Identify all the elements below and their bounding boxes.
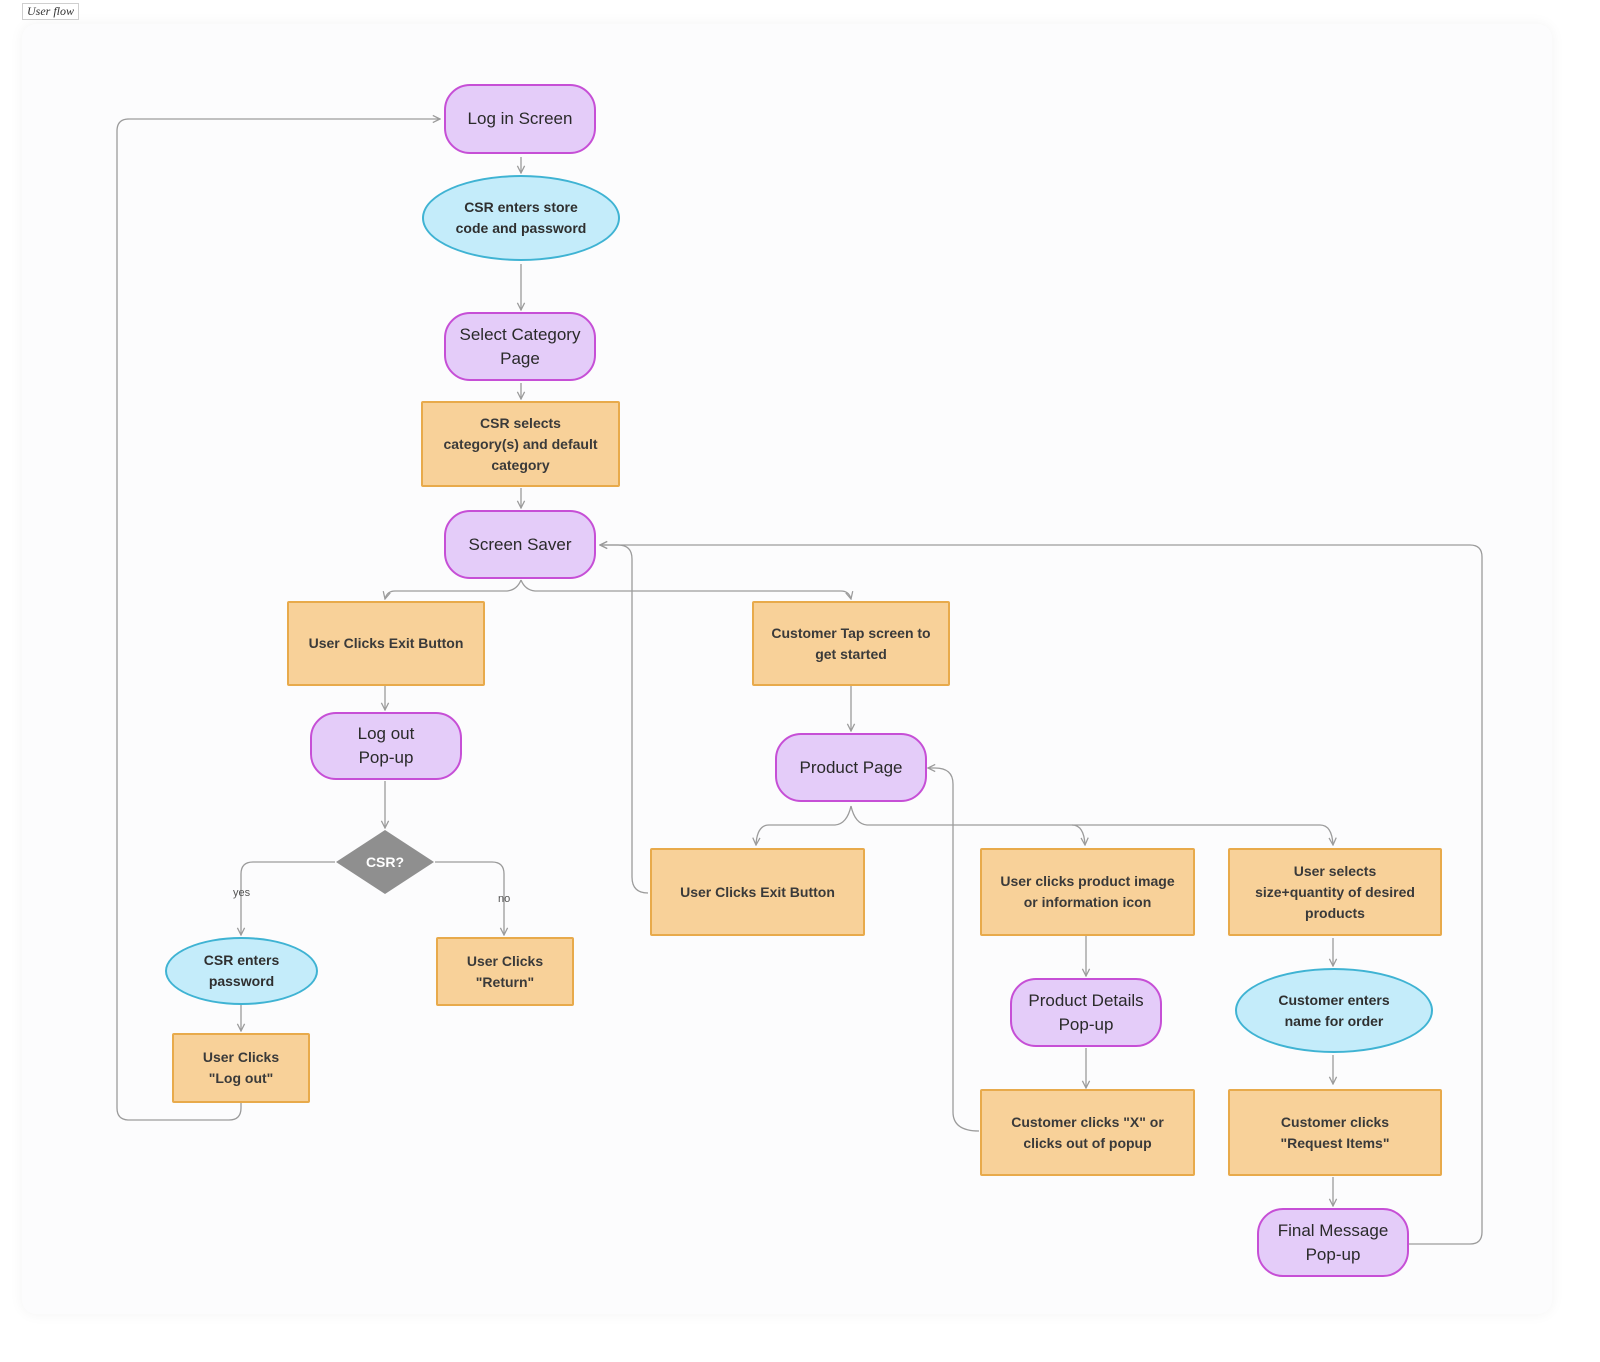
edge-final-to-saver <box>600 545 1483 1245</box>
csr-decision-node[interactable]: CSR? <box>335 829 435 895</box>
edge-logout-loop <box>116 119 440 1121</box>
clicks-x-or-out-node[interactable]: Customer clicks "X" or clicks out of pop… <box>980 1089 1195 1176</box>
product-page-node[interactable]: Product Page <box>775 733 927 802</box>
edge-decision-yes <box>241 861 335 935</box>
customer-tap-screen-node[interactable]: Customer Tap screen to get started <box>752 601 950 686</box>
frame-title: User flow <box>22 3 80 20</box>
edge-exit-to-saver <box>600 545 649 894</box>
user-clicks-logout-node[interactable]: User Clicks "Log out" <box>172 1033 310 1103</box>
clicks-product-image-node[interactable]: User clicks product image or information… <box>980 848 1195 936</box>
edge-label-yes: yes <box>233 887 251 899</box>
decision-label: CSR? <box>365 854 405 870</box>
edge-saver-to-tap <box>520 579 851 599</box>
selects-size-quantity-node[interactable]: User selects size+quantity of desired pr… <box>1228 848 1442 936</box>
logout-popup-node[interactable]: Log out Pop-up <box>310 712 462 780</box>
screen-saver-node[interactable]: Screen Saver <box>444 510 596 579</box>
edge-clickx-to-product <box>928 768 980 1132</box>
csr-store-code-node[interactable]: CSR enters store code and password <box>422 175 620 261</box>
exit-button-mid-node[interactable]: User Clicks Exit Button <box>650 848 865 936</box>
final-message-popup-node[interactable]: Final Message Pop-up <box>1257 1208 1409 1277</box>
product-details-popup-node[interactable]: Product Details Pop-up <box>1010 978 1162 1047</box>
edge-saver-to-exit <box>385 579 522 599</box>
edge-product-to-image <box>850 805 1085 845</box>
decision-diamond-shape <box>336 830 434 894</box>
request-items-node[interactable]: Customer clicks "Request Items" <box>1228 1089 1442 1176</box>
select-category-page-node[interactable]: Select Category Page <box>444 312 596 381</box>
customer-enters-name-node[interactable]: Customer enters name for order <box>1235 968 1433 1053</box>
csr-enters-password-node[interactable]: CSR enters password <box>165 937 318 1005</box>
edge-label-no: no <box>498 893 511 905</box>
csr-selects-category-node[interactable]: CSR selects category(s) and default cate… <box>421 401 620 487</box>
edge-product-to-exit <box>756 805 852 845</box>
user-clicks-return-node[interactable]: User Clicks "Return" <box>436 937 574 1006</box>
exit-button-left-node[interactable]: User Clicks Exit Button <box>287 601 485 686</box>
login-screen-node[interactable]: Log in Screen <box>444 84 596 154</box>
edge-product-to-size <box>1072 824 1333 845</box>
edge-decision-no <box>435 861 504 935</box>
